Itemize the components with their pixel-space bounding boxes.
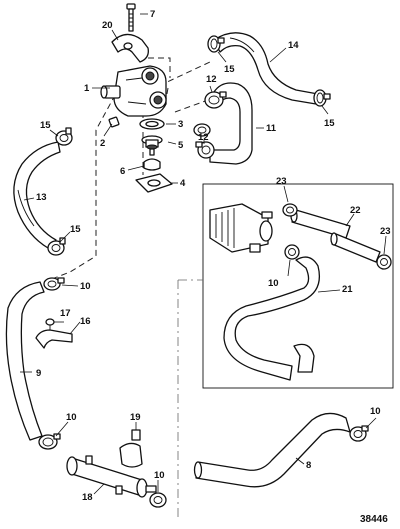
leader-lines xyxy=(20,13,387,495)
drain-plug xyxy=(108,116,120,128)
callout-10a: 10 xyxy=(80,281,91,292)
hose-clamp xyxy=(376,254,392,270)
callout-4: 4 xyxy=(180,178,186,189)
bolt xyxy=(126,3,136,32)
callout-6: 6 xyxy=(120,166,125,177)
callout-15a: 15 xyxy=(224,64,235,75)
hose-clamp xyxy=(284,244,300,260)
hose-clamp xyxy=(349,425,369,442)
callout-17: 17 xyxy=(60,308,71,319)
hose-clamp xyxy=(313,89,331,107)
callout-10e: 10 xyxy=(268,278,279,289)
heat-exchanger xyxy=(66,455,157,498)
callout-14: 14 xyxy=(288,40,299,51)
mounting-bracket xyxy=(111,33,149,63)
thermostat xyxy=(141,135,163,156)
callout-19: 19 xyxy=(130,412,141,423)
gasket xyxy=(139,118,165,130)
callout-labels: 7 20 1 2 3 5 6 4 14 15 12 11 12 15 15 13… xyxy=(36,9,391,503)
hose-clamp xyxy=(195,141,215,159)
reference-number: 38446 xyxy=(360,514,388,525)
hose-clamp xyxy=(38,433,61,450)
callout-10c: 10 xyxy=(154,470,165,481)
hose xyxy=(193,412,351,488)
callout-11: 11 xyxy=(266,123,277,134)
hose xyxy=(13,141,61,249)
hose-clamp xyxy=(204,91,227,109)
callout-3: 3 xyxy=(178,119,183,130)
callout-5: 5 xyxy=(178,140,184,151)
hose-segment xyxy=(330,232,381,263)
callout-10b: 10 xyxy=(66,412,77,423)
callout-15d: 15 xyxy=(70,224,81,235)
hose xyxy=(223,256,321,381)
hose-bracket xyxy=(35,318,73,349)
hose-clamp xyxy=(193,123,211,137)
callout-16: 16 xyxy=(80,316,91,327)
inset-frame xyxy=(202,183,394,389)
callout-12a: 12 xyxy=(206,74,217,85)
pump-assembly xyxy=(209,203,273,253)
hose-clamp xyxy=(149,492,167,508)
callout-12b: 12 xyxy=(198,132,209,143)
callout-13: 13 xyxy=(36,192,47,203)
callout-2: 2 xyxy=(100,138,105,149)
callout-23a: 23 xyxy=(276,176,287,187)
hose-clamp xyxy=(43,277,65,291)
thermostat-cover xyxy=(135,173,173,193)
callout-7: 7 xyxy=(150,9,155,20)
callout-15b: 15 xyxy=(324,118,335,129)
callout-15c: 15 xyxy=(40,120,51,131)
hose-clamp xyxy=(207,35,225,53)
callout-20: 20 xyxy=(102,20,113,31)
callout-23b: 23 xyxy=(380,226,391,237)
hose-clamp xyxy=(47,237,66,256)
callout-22: 22 xyxy=(350,205,361,216)
hose-clamp xyxy=(282,203,298,217)
hose xyxy=(5,281,45,441)
callout-1: 1 xyxy=(84,83,90,94)
callout-9: 9 xyxy=(36,368,41,379)
callout-18: 18 xyxy=(82,492,93,503)
thermostat-seal xyxy=(143,158,161,171)
callout-21: 21 xyxy=(342,284,353,295)
hose-segment xyxy=(290,209,351,239)
thermostat-housing xyxy=(100,65,167,117)
callout-10d: 10 xyxy=(370,406,381,417)
cooler-bracket xyxy=(119,429,143,468)
hose-clamp xyxy=(55,127,73,146)
callout-8: 8 xyxy=(306,460,311,471)
